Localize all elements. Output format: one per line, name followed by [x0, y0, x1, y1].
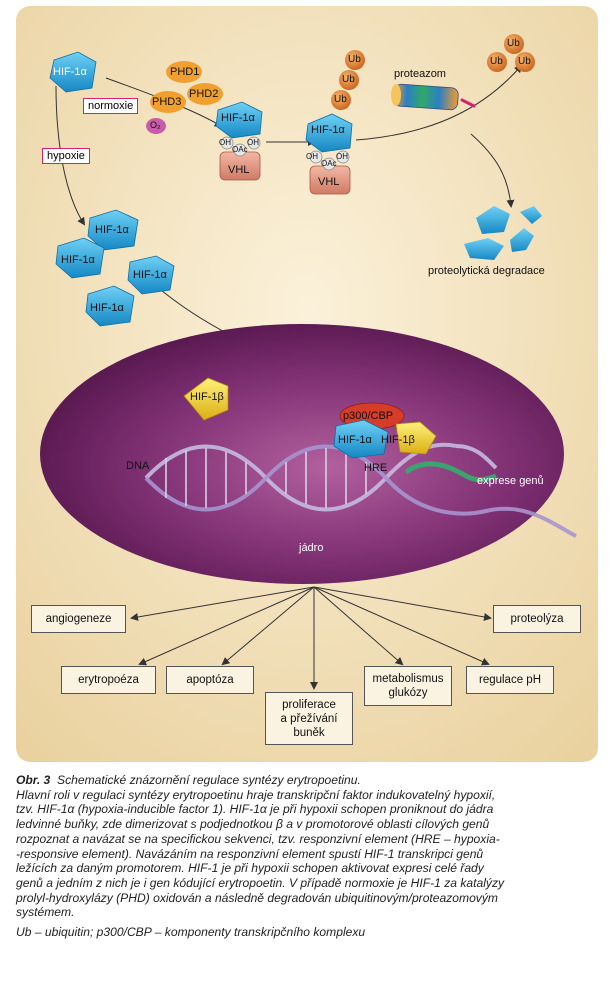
outcome-angiogeneze: angiogeneze — [31, 605, 126, 633]
caption-abbreviations: Ub – ubiquitin; p300/CBP – komponenty tr… — [16, 925, 366, 940]
hif1a-protein-bound — [333, 419, 389, 459]
ub-release-arrow — [355, 64, 523, 141]
ub-label-4: Ub — [507, 38, 520, 49]
outcome-regulace-ph: regulace pH — [466, 666, 554, 694]
caption-title-line: Obr. 3 Schematické znázornění regulace s… — [16, 773, 600, 788]
hif1b-complex-label: HIF-1β — [381, 434, 415, 446]
ub-free-3 — [515, 52, 535, 72]
o2-molecule — [146, 118, 166, 134]
ub-label-3: Ub — [348, 54, 361, 65]
hif1a-protein-hypoxic-1 — [87, 209, 139, 251]
caption-body-5: -responsive element). Navázáním na respo… — [16, 846, 484, 861]
caption-title: Schematické znázornění regulace syntézy … — [57, 773, 361, 787]
phd3-enzyme — [150, 91, 186, 113]
hif1a-complex-label: HIF-1α — [338, 434, 372, 446]
oac-label-1: OAc — [232, 145, 248, 154]
arrow-apoptoza — [221, 586, 315, 666]
nucleus — [40, 324, 564, 584]
hif1a-protein-hydroxylated — [215, 101, 263, 139]
oh-label-1: OH — [219, 138, 231, 147]
caption-body-7: genů a jedním z nich je i gen kódující e… — [16, 875, 505, 890]
vhl-label-2: VHL — [318, 176, 340, 188]
phd2-label: PHD2 — [189, 88, 219, 100]
ub-label-1: Ub — [334, 94, 347, 105]
hif1a-hyp-label-4: HIF-1α — [90, 302, 124, 314]
oh-label-4: OH — [336, 152, 348, 161]
hif1b-protein-bound — [395, 421, 437, 455]
vhl-label-1: VHL — [228, 164, 250, 176]
hre-label: HRE — [364, 462, 388, 474]
caption-body-9: systémem. — [16, 905, 75, 920]
caption-body-8: prolyl-hydroxylázy (PHD) oxidován a násl… — [16, 890, 498, 905]
phd1-enzyme — [166, 61, 202, 83]
hif1a-top-label: HIF-1α — [53, 66, 87, 78]
ub-label-2: Ub — [342, 74, 355, 85]
arrow-erytropoeza — [138, 586, 315, 666]
degradace-label: proteolytická degradace — [428, 265, 545, 277]
hypoxia-arrow — [55, 85, 86, 226]
figure-panel: HIF-1α normoxie hypoxie PHD1 PHD2 PHD3 O… — [16, 6, 598, 762]
dna-label: DNA — [126, 460, 150, 472]
hif1a-protein-hypoxic-3 — [127, 255, 175, 295]
hif1a-hyp-label-1: HIF-1α — [95, 224, 129, 236]
oac-label-2: OAc — [321, 159, 337, 168]
caption-body-1: Hlavní roli v regulaci syntézy erytropoe… — [16, 787, 496, 802]
phd2-enzyme — [187, 83, 223, 105]
figure-caption: Obr. 3 Schematické znázornění regulace s… — [16, 773, 600, 940]
caption-body-2: tzv. HIF-1α (hypoxia-inducible factor 1)… — [16, 802, 494, 817]
degradation-fragments — [464, 206, 542, 260]
caption-body-6: ležících za daným promotorem. HIF-1 je p… — [16, 861, 484, 876]
phd1-label: PHD1 — [170, 66, 200, 78]
hre-element — [404, 461, 497, 483]
outcome-erytropoeza: erytropoéza — [61, 666, 156, 694]
hif1a-protein-hypoxic-4 — [85, 285, 135, 327]
jadro-label: jádro — [299, 542, 324, 554]
normoxie-label: normoxie — [83, 98, 139, 114]
hypoxie-label: hypoxie — [42, 148, 90, 164]
hif1a-ub-label: HIF-1α — [311, 124, 345, 136]
ub-free-2 — [487, 52, 507, 72]
proteasome — [391, 83, 476, 111]
arrow-proteolyza — [313, 586, 492, 621]
oh-label-3: OH — [306, 152, 318, 161]
arrow-regulace — [313, 586, 490, 666]
caption-body-4: rozpoznat a navázat se na specifickou se… — [16, 831, 500, 846]
ub-label-5: Ub — [490, 56, 503, 67]
oh-label-2: OH — [247, 138, 259, 147]
caption-body-3: ledvinné buňky, zde dimerizovat s podjed… — [16, 817, 490, 832]
hif1a-hyp-label-3: HIF-1α — [133, 269, 167, 281]
o2-label: O₂ — [150, 120, 161, 130]
caption-number: Obr. 3 — [16, 773, 51, 787]
phd3-label: PHD3 — [152, 96, 182, 108]
diagram-canvas — [16, 6, 598, 762]
hif1a-hyp-label-2: HIF-1α — [61, 254, 95, 266]
outcome-proteolyza: proteolýza — [493, 605, 581, 633]
hif1a-mid-label: HIF-1α — [221, 112, 255, 124]
hif1a-protein-ubiquitinated — [305, 113, 353, 153]
proteazom-label: proteazom — [394, 68, 446, 80]
hif1a-protein-top — [49, 51, 97, 93]
ub-chain-1 — [331, 90, 351, 110]
ub-free-1 — [504, 34, 524, 54]
arrow-metabolismus — [313, 586, 404, 666]
outcome-apoptoza: apoptóza — [166, 666, 254, 694]
hif1a-protein-hypoxic-2 — [55, 237, 105, 279]
ub-chain-2 — [339, 70, 359, 90]
hif1b-free-label: HIF-1β — [190, 391, 224, 403]
hif1b-protein-free — [183, 377, 229, 421]
arrow-angiogeneze — [130, 586, 315, 621]
ub-chain-3 — [345, 50, 365, 70]
exprese-label: exprese genů — [477, 475, 544, 487]
p300-label: p300/CBP — [343, 410, 394, 422]
ub-label-6: Ub — [518, 56, 531, 67]
degradation-arrow — [470, 133, 515, 208]
